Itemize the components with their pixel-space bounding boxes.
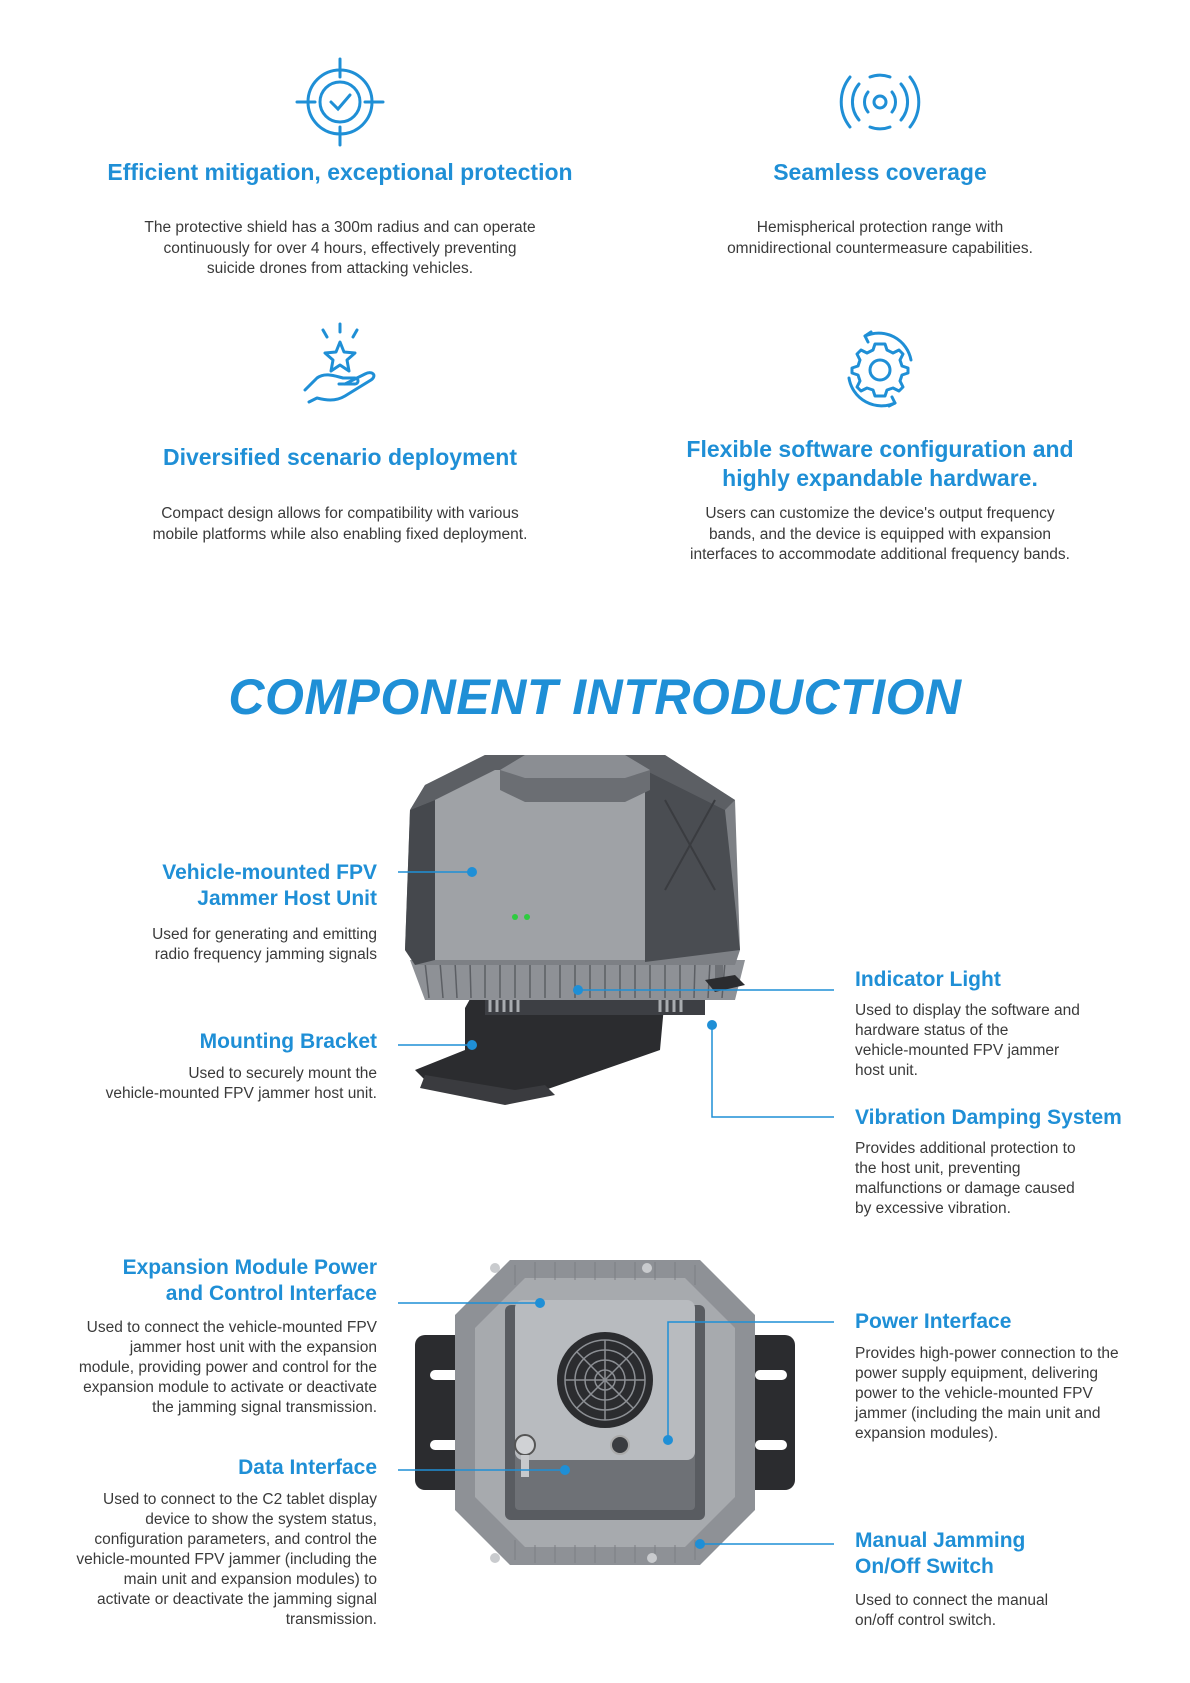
hand-star-icon [303,322,376,404]
component-desc-power-interface: Provides high-power connection to the po… [855,1344,1185,1444]
signal-waves-icon [839,73,921,131]
component-desc-line: Provides high-power connection to the [855,1345,1119,1362]
device-bottom-view-image [415,1260,795,1565]
component-desc-line: jammer (including the main unit and [855,1405,1101,1422]
component-desc-expansion-interface: Used to connect the vehicle-mounted FPV … [20,1318,377,1418]
component-title-manual-switch: Manual Jamming On/Off Switch [855,1528,1175,1580]
feature-desc-line: interfaces to accommodate additional fre… [690,546,1070,563]
component-title-mounting-bracket: Mounting Bracket [199,1030,377,1053]
component-title-line: Jammer Host Unit [197,887,377,910]
component-desc-line: module, providing power and control for … [78,1359,377,1376]
component-title-host-unit: Vehicle-mounted FPV Jammer Host Unit [40,860,377,912]
feature-desc-deployment: Compact design allows for compatibility … [60,504,620,545]
component-desc-manual-switch: Used to connect the manual on/off contro… [855,1591,1175,1631]
component-desc-line: vehicle-mounted FPV jammer host unit. [105,1085,377,1102]
component-title-expansion-interface: Expansion Module Power and Control Inter… [20,1255,377,1307]
feature-desc-line: The protective shield has a 300m radius … [144,219,536,236]
component-desc-line: activate or deactivate the jamming signa… [96,1591,377,1608]
component-desc-host-unit: Used for generating and emitting radio f… [40,925,377,965]
component-desc-line: the host unit, preventing [855,1160,1021,1177]
component-desc-line: transmission. [285,1611,377,1628]
component-desc-line: jammer host unit with the expansion [129,1339,377,1356]
feature-desc-software: Users can customize the device's output … [600,504,1160,566]
component-desc-line: expansion module to activate or deactiva… [83,1379,377,1396]
feature-title-line: highly expandable hardware. [722,465,1038,491]
feature-desc-line: omnidirectional countermeasure capabilit… [727,239,1033,257]
component-title-line: Vehicle-mounted FPV [162,861,377,884]
component-title-vibration-damping: Vibration Damping System [855,1106,1122,1129]
section-title: COMPONENT INTRODUCTION [228,669,962,725]
feature-desc-line: mobile platforms while also enabling fix… [152,525,528,543]
component-desc-mounting-bracket: Used to securely mount the vehicle-mount… [40,1064,377,1104]
feature-desc-line: Hemispherical protection range with [756,219,1004,236]
feature-desc-line: suicide drones from attacking vehicles. [206,260,474,277]
gear-cycle-icon [847,330,913,408]
component-desc-vibration-damping: Provides additional protection to the ho… [855,1139,1175,1219]
component-title-line: On/Off Switch [855,1555,994,1578]
feature-desc-line: continuously for over 4 hours, effective… [163,239,517,257]
component-desc-line: power to the vehicle-mounted FPV [855,1385,1093,1402]
feature-desc-mitigation: The protective shield has a 300m radius … [60,218,620,280]
component-title-line: Expansion Module Power [122,1256,377,1279]
feature-title-mitigation: Efficient mitigation, exceptional protec… [107,159,573,185]
component-title-line: Manual Jamming [855,1529,1026,1552]
feature-desc-line: bands, and the device is equipped with e… [708,525,1052,543]
component-desc-line: on/off control switch. [855,1612,997,1629]
feature-title-software: Flexible software configuration and high… [600,435,1160,493]
feature-desc-line: Compact design allows for compatibility … [161,505,519,522]
component-desc-line: malfunctions or damage caused [855,1180,1075,1197]
component-desc-line: configuration parameters, and control th… [94,1531,377,1548]
component-desc-line: Used to connect to the C2 tablet display [103,1491,377,1508]
component-desc-data-interface: Used to connect to the C2 tablet display… [20,1490,377,1630]
component-title-data-interface: Data Interface [238,1456,377,1479]
component-desc-indicator-light: Used to display the software and hardwar… [855,1001,1175,1081]
component-desc-line: host unit. [855,1062,918,1079]
component-desc-line: by excessive vibration. [855,1200,1011,1217]
target-check-icon [295,57,385,147]
component-desc-line: expansion modules). [855,1425,999,1442]
component-title-line: and Control Interface [165,1282,377,1305]
component-desc-line: main unit and expansion modules) to [123,1571,377,1588]
component-desc-line: Used to display the software and [855,1002,1080,1019]
component-desc-line: hardware status of the [855,1022,1009,1039]
component-desc-line: power supply equipment, delivering [855,1365,1098,1382]
component-desc-line: Used for generating and emitting [152,926,377,943]
component-desc-line: Provides additional protection to [855,1140,1076,1157]
feature-desc-coverage: Hemispherical protection range with omni… [600,218,1160,259]
component-desc-line: the jamming signal transmission. [152,1399,377,1416]
component-desc-line: Used to connect the vehicle-mounted FPV [86,1319,377,1336]
component-desc-line: radio frequency jamming signals [154,946,377,963]
component-title-power-interface: Power Interface [855,1310,1012,1333]
component-desc-line: vehicle-mounted FPV jammer [855,1042,1060,1059]
component-desc-line: vehicle-mounted FPV jammer (including th… [76,1551,377,1568]
feature-desc-line: Users can customize the device's output … [705,505,1055,522]
feature-title-line: Flexible software configuration and [686,436,1074,462]
component-desc-line: device to show the system status, [145,1511,377,1528]
feature-title-coverage: Seamless coverage [773,159,987,185]
component-title-indicator-light: Indicator Light [855,968,1001,991]
device-side-view-image [405,755,745,1105]
feature-title-deployment: Diversified scenario deployment [162,444,518,470]
component-desc-line: Used to connect the manual [855,1592,1049,1609]
component-desc-line: Used to securely mount the [188,1065,377,1082]
